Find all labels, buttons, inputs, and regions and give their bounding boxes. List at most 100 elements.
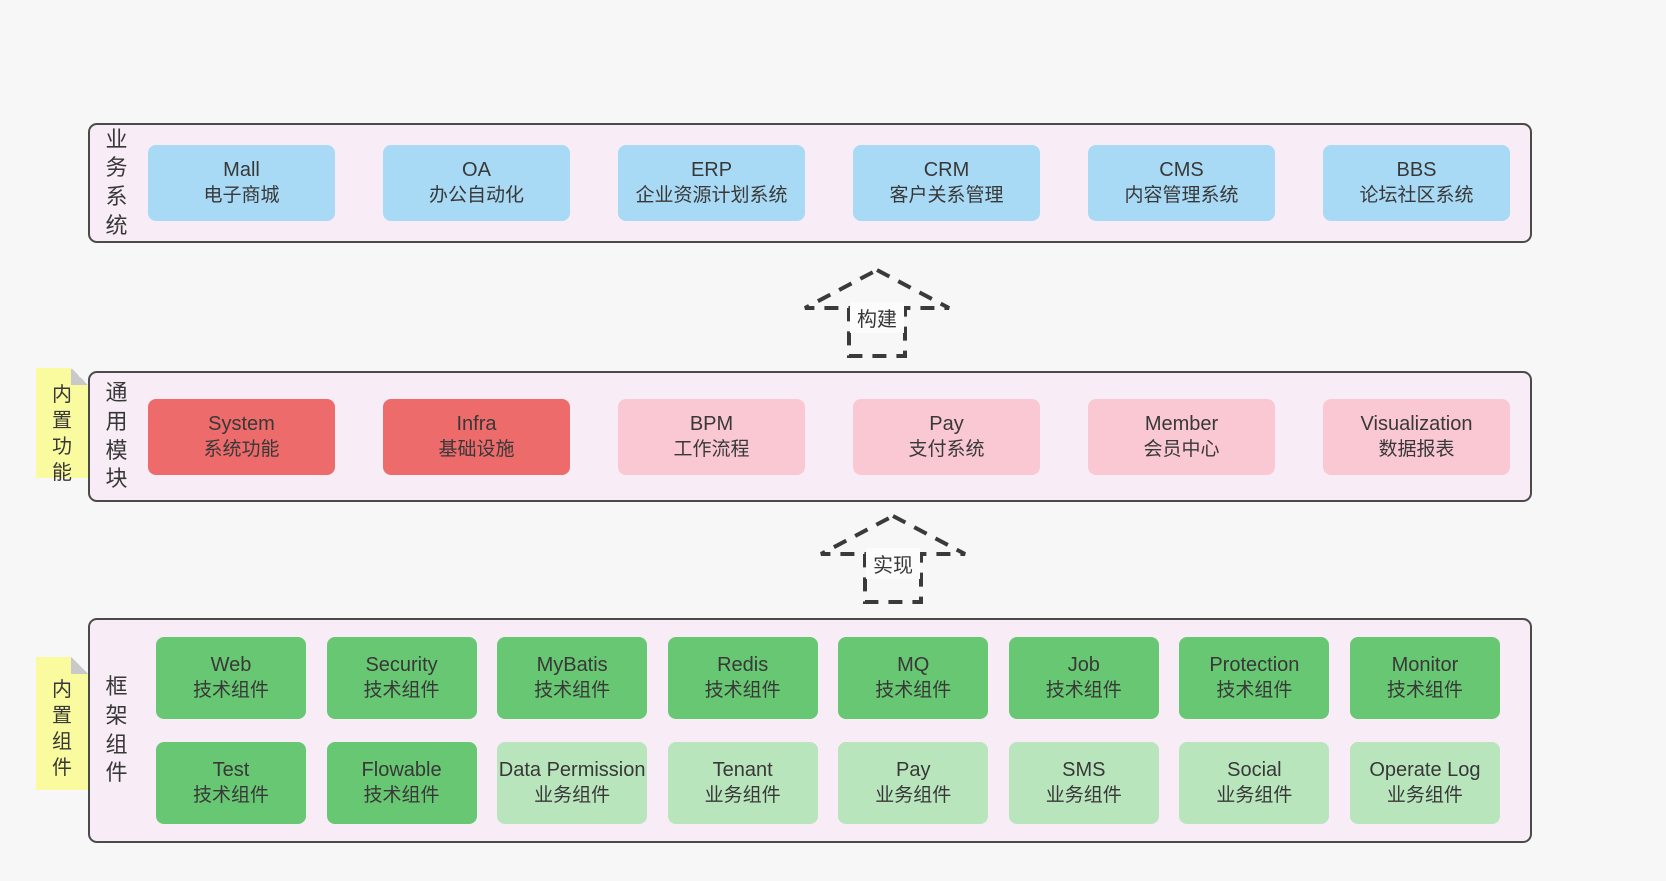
box-title: Job [1067, 654, 1100, 676]
implement-arrow: 实现 [818, 512, 968, 606]
box-pay-component: Pay 业务组件 [838, 742, 989, 824]
box-pay-module: Pay 支付系统 [853, 398, 1040, 475]
box-title: OA [462, 159, 491, 181]
box-subtitle: 技术组件 [363, 785, 440, 806]
box-title: Operate Log [1369, 759, 1481, 781]
builtin-functions-note: 内置功能 [36, 368, 88, 484]
box-subtitle: 数据报表 [1378, 438, 1455, 460]
box-visualization: Visualization 数据报表 [1323, 398, 1510, 475]
box-cms: CMS 内容管理系统 [1088, 145, 1275, 221]
box-member: Member 会员中心 [1088, 398, 1275, 475]
box-subtitle: 技术组件 [704, 680, 781, 701]
implement-arrow-label: 实现 [866, 548, 920, 579]
box-infra: Infra 基础设施 [383, 398, 570, 475]
box-title: Visualization [1360, 412, 1473, 435]
box-subtitle: 业务组件 [875, 785, 952, 806]
dashed-up-arrow-icon [820, 513, 966, 604]
box-subtitle: 会员中心 [1143, 438, 1220, 460]
box-subtitle: 技术组件 [875, 680, 952, 701]
box-title: BPM [689, 412, 734, 435]
box-subtitle: 工作流程 [673, 438, 750, 460]
box-title: Infra [456, 412, 497, 435]
box-title: Protection [1209, 654, 1300, 676]
box-subtitle: 业务组件 [1386, 785, 1463, 806]
box-title: BBS [1396, 159, 1437, 181]
box-title: SMS [1062, 759, 1106, 781]
box-subtitle: 技术组件 [192, 785, 269, 806]
note-folded-corner-icon [71, 368, 88, 385]
box-title: System [208, 412, 275, 435]
business-box-row: Mall 电子商城 OA 办公自动化 ERP 企业资源计划系统 CRM 客户关系… [148, 145, 1510, 221]
box-title: Redis [717, 654, 769, 676]
box-subtitle: 业务组件 [534, 785, 611, 806]
box-title: Member [1144, 412, 1219, 435]
box-mall: Mall 电子商城 [148, 145, 335, 221]
box-test: Test 技术组件 [156, 742, 306, 824]
box-subtitle: 基础设施 [438, 438, 515, 460]
box-tenant: Tenant 业务组件 [667, 742, 818, 824]
dashed-up-arrow-icon [804, 267, 950, 358]
box-system: System 系统功能 [148, 398, 335, 475]
box-subtitle: 系统功能 [203, 438, 280, 460]
note-text: 内置组件 [52, 679, 72, 779]
box-subtitle: 办公自动化 [428, 185, 524, 206]
box-title: Flowable [361, 759, 442, 781]
build-arrow: 构建 [802, 266, 952, 360]
box-subtitle: 论坛社区系统 [1359, 185, 1474, 206]
box-operate-log: Operate Log 业务组件 [1349, 742, 1500, 824]
box-data-permission: Data Permission 业务组件 [497, 742, 648, 824]
box-title: MyBatis [536, 654, 608, 676]
box-sms: SMS 业务组件 [1008, 742, 1159, 824]
box-title: ERP [690, 159, 733, 181]
box-title: Security [365, 654, 438, 676]
box-title: Web [210, 654, 252, 676]
box-title: MQ [897, 654, 930, 676]
box-subtitle: 技术组件 [1216, 680, 1293, 701]
build-arrow-label: 构建 [850, 302, 904, 333]
box-flowable: Flowable 技术组件 [326, 742, 477, 824]
note-folded-corner-icon [71, 657, 88, 674]
box-subtitle: 技术组件 [534, 680, 611, 701]
box-subtitle: 技术组件 [363, 680, 440, 701]
box-bpm: BPM 工作流程 [618, 398, 805, 475]
modules-box-row: System 系统功能 Infra 基础设施 BPM 工作流程 Pay 支付系统… [148, 398, 1510, 475]
box-subtitle: 电子商城 [203, 185, 280, 206]
box-subtitle: 业务组件 [704, 785, 781, 806]
box-subtitle: 业务组件 [1216, 785, 1293, 806]
framework-components-panel: 框架组件 Web 技术组件 Security 技术组件 MyBatis 技术组件… [88, 618, 1532, 843]
box-web: Web 技术组件 [156, 637, 306, 719]
business-systems-panel: 业务系统 Mall 电子商城 OA 办公自动化 ERP 企业资源计划系统 CRM… [88, 123, 1532, 243]
box-subtitle: 技术组件 [1045, 680, 1122, 701]
box-mybatis: MyBatis 技术组件 [497, 637, 648, 719]
note-text: 内置功能 [52, 384, 72, 484]
box-crm: CRM 客户关系管理 [853, 145, 1040, 221]
box-title: Pay [929, 412, 964, 435]
box-title: Test [212, 759, 250, 781]
box-mq: MQ 技术组件 [838, 637, 989, 719]
box-redis: Redis 技术组件 [667, 637, 818, 719]
box-subtitle: 内容管理系统 [1124, 185, 1239, 206]
box-title: Pay [896, 759, 931, 781]
business-panel-label: 业务系统 [105, 126, 128, 238]
box-title: Monitor [1391, 654, 1459, 676]
box-subtitle: 业务组件 [1045, 785, 1122, 806]
box-protection: Protection 技术组件 [1179, 637, 1330, 719]
modules-panel-label: 通用模块 [105, 380, 128, 492]
box-subtitle: 客户关系管理 [889, 185, 1004, 206]
box-erp: ERP 企业资源计划系统 [618, 145, 805, 221]
box-title: CMS [1159, 159, 1204, 181]
box-title: Social [1227, 759, 1282, 781]
box-job: Job 技术组件 [1008, 637, 1159, 719]
box-bbs: BBS 论坛社区系统 [1323, 145, 1510, 221]
framework-box-grid: Web 技术组件 Security 技术组件 MyBatis 技术组件 Redi… [156, 637, 1500, 824]
common-modules-panel: 通用模块 System 系统功能 Infra 基础设施 BPM 工作流程 Pay… [88, 371, 1532, 502]
builtin-components-note: 内置组件 [36, 657, 88, 790]
box-subtitle: 技术组件 [1386, 680, 1463, 701]
box-title: Mall [223, 159, 260, 181]
framework-panel-label: 框架组件 [105, 674, 128, 786]
box-title: CRM [923, 159, 970, 181]
box-social: Social 业务组件 [1179, 742, 1330, 824]
box-oa: OA 办公自动化 [383, 145, 570, 221]
box-subtitle: 支付系统 [908, 438, 985, 460]
